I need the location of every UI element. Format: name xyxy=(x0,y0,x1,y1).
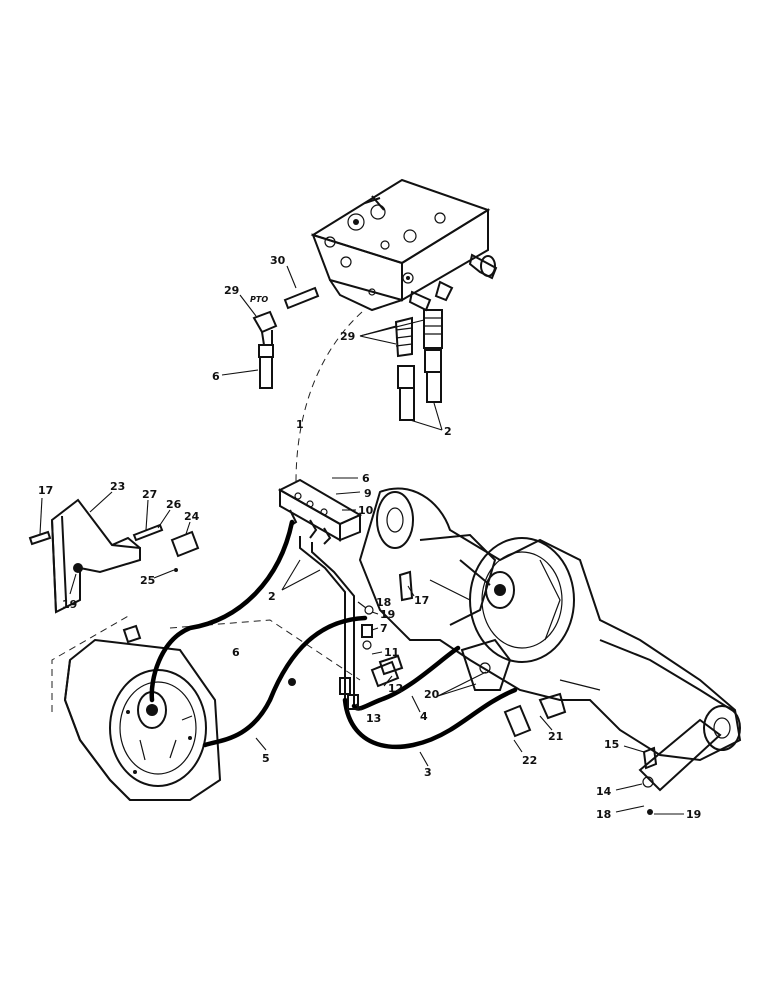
bracket-assembly xyxy=(28,498,200,614)
callout-6-mid: 6 xyxy=(332,472,370,485)
callout-24: 24 xyxy=(184,510,200,535)
callout-label: 19 xyxy=(380,608,395,621)
callout-18-right: 18 xyxy=(596,805,645,821)
callout-15: 15 xyxy=(604,738,645,753)
callout-9: 9 xyxy=(335,487,372,500)
reference-line-gear-case xyxy=(169,619,361,681)
callout-19-mid: 19 xyxy=(371,608,395,621)
callout-19-left: 19 xyxy=(62,573,77,611)
callout-label: 19 xyxy=(62,598,77,611)
callout-label: 29 xyxy=(224,284,239,297)
callout-label: 20 xyxy=(424,688,440,701)
callout-4: 4 xyxy=(411,695,428,723)
callout-label: 12 xyxy=(388,682,403,695)
callout-label: 25 xyxy=(140,574,155,587)
callout-17-left: 17 xyxy=(38,484,53,535)
callout-23: 23 xyxy=(89,480,125,513)
callout-label: 13 xyxy=(366,712,381,725)
pto-marking: PTO xyxy=(250,295,268,304)
hose-5 xyxy=(202,615,368,748)
callout-label: 4 xyxy=(420,710,428,723)
straight-fittings-and-tubes xyxy=(394,309,443,421)
callout-label: 17 xyxy=(414,594,429,607)
callout-21: 21 xyxy=(539,715,563,743)
callout-5: 5 xyxy=(255,737,270,765)
callout-label: 14 xyxy=(596,785,612,798)
callout-25: 25 xyxy=(140,569,175,587)
callout-label: 27 xyxy=(142,488,157,501)
callout-label: 17 xyxy=(38,484,53,497)
callout-19-right: 19 xyxy=(654,808,701,821)
callout-label: 1 xyxy=(296,418,304,431)
callout-label: 6 xyxy=(232,646,240,659)
callout-label: 2 xyxy=(268,590,276,603)
callout-label: 30 xyxy=(270,254,286,267)
callout-20: 20 xyxy=(424,671,487,701)
callout-label: 5 xyxy=(262,752,270,765)
callout-26: 26 xyxy=(157,498,182,529)
callout-6-hose: 6 xyxy=(232,646,240,659)
callout-label: 3 xyxy=(424,766,432,779)
callout-27: 27 xyxy=(142,488,157,531)
callout-22: 22 xyxy=(513,739,537,767)
callout-12: 12 xyxy=(383,675,403,695)
callout-2-top: 2 xyxy=(409,402,452,438)
callout-11: 11 xyxy=(371,646,399,659)
callout-label: 6 xyxy=(362,472,370,485)
callout-label: 23 xyxy=(110,480,125,493)
callout-label: 10 xyxy=(358,504,374,517)
axle-mount-parts xyxy=(370,570,567,738)
callout-1: 1 xyxy=(296,418,304,431)
callout-label: 18 xyxy=(596,808,611,821)
hose-3 xyxy=(342,687,518,750)
callout-17-mid: 17 xyxy=(407,585,429,607)
callout-label: 2 xyxy=(444,425,452,438)
callout-10: 10 xyxy=(342,504,374,517)
callout-label: 19 xyxy=(686,808,701,821)
control-valve-block xyxy=(310,178,498,312)
callout-label: 9 xyxy=(364,487,372,500)
callout-label: 22 xyxy=(522,754,537,767)
callout-label: 21 xyxy=(548,730,563,743)
rear-axle-housing xyxy=(358,487,742,762)
hose-6 xyxy=(149,519,295,703)
pto-fitting-and-tube xyxy=(252,286,320,389)
hose-4 xyxy=(351,645,461,711)
callout-label: 24 xyxy=(184,510,200,523)
manifold-block xyxy=(277,478,363,545)
callout-label: 6 xyxy=(212,370,220,383)
reference-line-valve-to-manifold xyxy=(295,311,363,483)
callout-3: 3 xyxy=(419,751,432,779)
callout-2-mid: 2 xyxy=(268,559,321,603)
callout-label: 18 xyxy=(376,596,391,609)
callout-18-mid: 18 xyxy=(357,596,391,609)
callout-label: 15 xyxy=(604,738,619,751)
pto-label: PTO xyxy=(250,295,268,304)
transmission-gear-case xyxy=(63,624,296,801)
callout-label: 29 xyxy=(340,330,355,343)
callout-label: 7 xyxy=(380,622,388,635)
lift-arm xyxy=(638,718,722,815)
hydraulic-hoses xyxy=(149,519,518,750)
callout-7: 7 xyxy=(371,622,388,635)
callout-14: 14 xyxy=(596,783,643,798)
steel-tubes xyxy=(299,536,355,705)
callout-label: 11 xyxy=(384,646,399,659)
callout-29-right: 29 xyxy=(340,319,425,345)
callout-13: 13 xyxy=(355,703,381,725)
tube-hardware xyxy=(339,605,404,710)
callout-29-pto: 29 xyxy=(224,284,257,317)
callout-6-top: 6 xyxy=(212,369,259,383)
reference-line-bracket xyxy=(51,614,131,712)
callout-30: 30 xyxy=(270,254,297,289)
callout-label: 26 xyxy=(166,498,182,511)
